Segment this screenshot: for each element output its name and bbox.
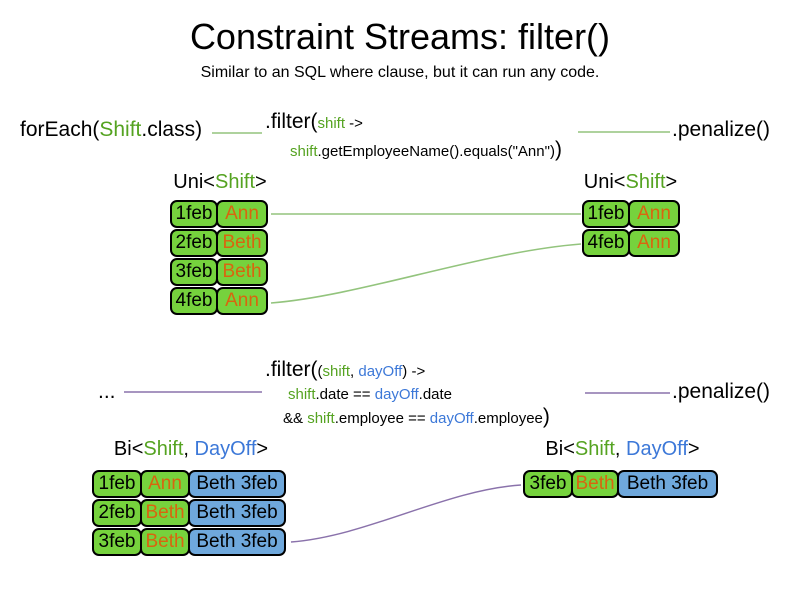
type-post: > <box>255 171 267 193</box>
code-rest: .employee <box>473 410 543 427</box>
code-filter2-fn: .filter( <box>265 358 318 381</box>
code-tuple-open: ( <box>317 363 323 380</box>
bi-shift-dayoff-source-header: Bi<Shift, DayOff> <box>92 438 290 461</box>
shift-employee-cell: Beth <box>571 470 619 498</box>
code-foreach-rest: .class) <box>141 118 203 141</box>
type-shift: Shift <box>625 171 666 193</box>
code-dayoff-ref: dayOff <box>429 410 474 427</box>
code-filter1-body-code: .getEmployeeName().equals("Ann") <box>317 143 555 160</box>
uni-shift-source-header: Uni<Shift> <box>170 171 270 194</box>
code-penalize1: .penalize() <box>672 118 771 141</box>
dayoff-cell: Beth 3feb <box>188 470 286 498</box>
shift-date-cell: 3feb <box>523 470 573 498</box>
code-foreach: forEach(Shift.class) <box>20 118 202 142</box>
code-filter2-arrow: -> <box>407 363 426 380</box>
page-subtitle: Similar to an SQL where clause, but it c… <box>200 64 600 81</box>
type-dayoff: DayOff <box>626 438 688 460</box>
code-filter2-line3: && shift.employee == dayOff.employee) <box>283 405 550 429</box>
type-shift: Shift <box>143 438 184 460</box>
shift-employee-cell: Beth <box>216 229 268 257</box>
shift-employee-cell: Beth <box>216 258 268 286</box>
type-pre: Uni< <box>583 171 626 193</box>
code-filter1-fn: .filter( <box>265 110 318 133</box>
code-shift-ref: shift <box>288 386 316 403</box>
code-and: && <box>283 410 308 427</box>
code-dayoff-ref: dayOff <box>374 386 419 403</box>
shift-date-cell: 3feb <box>170 258 218 286</box>
type-comma: , <box>614 438 627 460</box>
code-eq: .date == <box>315 386 375 403</box>
code-tuple-close: ) <box>402 363 408 380</box>
type-pre: Uni< <box>173 171 215 193</box>
bi-shift-dayoff-result-header: Bi<Shift, DayOff> <box>523 438 722 461</box>
dayoff-cell: Beth 3feb <box>617 470 718 498</box>
shift-date-cell: 4feb <box>170 287 218 315</box>
shift-employee-cell: Beth <box>140 528 190 556</box>
code-filter1-body-close: ) <box>554 138 562 161</box>
shift-employee-cell: Ann <box>216 287 268 315</box>
connector-row-4feb-ann <box>270 243 582 304</box>
shift-date-cell: 3feb <box>92 528 142 556</box>
shift-employee-cell: Ann <box>628 200 680 228</box>
code-ellipsis: ... <box>98 380 116 403</box>
code-filter1-param: shift <box>317 115 346 132</box>
shift-employee-cell: Ann <box>216 200 268 228</box>
code-eq: .employee == <box>334 410 430 427</box>
type-shift: Shift <box>214 171 256 193</box>
code-comma: , <box>350 363 359 380</box>
code-foreach-arg: Shift <box>99 118 142 141</box>
type-pre: Bi< <box>113 438 144 460</box>
code-filter1-signature: .filter(shift -> <box>265 110 363 134</box>
type-pre: Bi< <box>545 438 575 460</box>
shift-date-cell: 1feb <box>92 470 142 498</box>
type-post: > <box>665 171 678 193</box>
code-filter2-close: ) <box>542 405 550 428</box>
shift-date-cell: 4feb <box>582 229 630 257</box>
type-post: > <box>256 438 269 460</box>
code-filter2-signature: .filter((shift, dayOff) -> <box>265 358 425 382</box>
connector-row-3feb-beth <box>290 484 522 543</box>
code-shift-ref: shift <box>307 410 335 427</box>
type-dayoff: DayOff <box>194 438 257 460</box>
shift-date-cell: 1feb <box>582 200 630 228</box>
shift-date-cell: 2feb <box>170 229 218 257</box>
code-filter1-body-param: shift <box>290 143 318 160</box>
shift-date-cell: 1feb <box>170 200 218 228</box>
type-shift: Shift <box>574 438 615 460</box>
page-title: Constraint Streams: filter() <box>189 16 611 57</box>
code-filter1-arrow: -> <box>345 115 363 132</box>
type-comma: , <box>183 438 195 460</box>
code-rest: .date <box>418 386 453 403</box>
uni-shift-result-header: Uni<Shift> <box>581 171 680 194</box>
shift-date-cell: 2feb <box>92 499 142 527</box>
shift-employee-cell: Ann <box>628 229 680 257</box>
code-penalize2: .penalize() <box>672 380 771 403</box>
shift-employee-cell: Ann <box>140 470 190 498</box>
code-filter2-param1: shift <box>322 363 351 380</box>
code-filter2-param2: dayOff <box>358 363 403 380</box>
code-filter1-body: shift.getEmployeeName().equals("Ann")) <box>290 138 562 162</box>
shift-employee-cell: Beth <box>140 499 190 527</box>
dayoff-cell: Beth 3feb <box>188 499 286 527</box>
type-post: > <box>687 438 700 460</box>
code-foreach-fn: forEach( <box>20 118 100 141</box>
dayoff-cell: Beth 3feb <box>188 528 286 556</box>
code-filter2-line2: shift.date == dayOff.date <box>288 386 452 403</box>
